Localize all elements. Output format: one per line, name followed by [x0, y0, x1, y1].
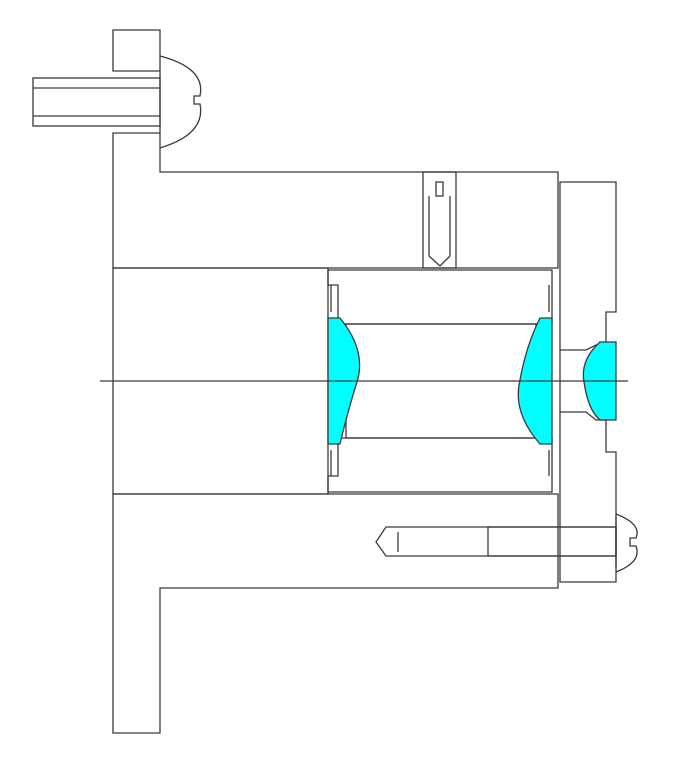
- bottom-screw-head: [615, 513, 638, 573]
- set-screw-slot: [435, 181, 444, 197]
- bottom-end-cap-screw: [375, 513, 638, 573]
- set-screw-tip: [428, 255, 451, 267]
- top-mounting-screw: [32, 55, 202, 149]
- set-screw-bore: [422, 171, 457, 269]
- end-cap-body-lower: [559, 411, 617, 583]
- housing-bore: [112, 267, 329, 495]
- top-screw-head: [159, 55, 202, 149]
- lens-barrel: [327, 269, 553, 493]
- housing-lower-section: [112, 493, 559, 734]
- set-screw: [422, 171, 457, 269]
